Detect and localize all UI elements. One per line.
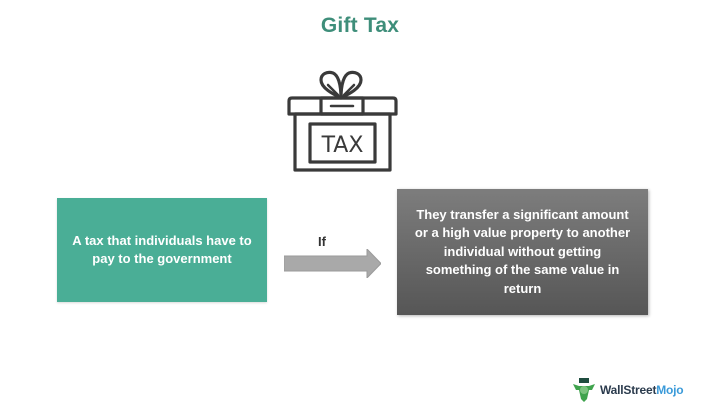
diagram-title: Gift Tax: [320, 14, 400, 37]
gift-tax-box-icon: TAX: [287, 70, 398, 172]
condition-label: If: [318, 234, 326, 249]
wallstreetmojo-logo: WallStreetMojo: [572, 377, 684, 403]
right-arrow-icon: [284, 249, 381, 278]
condition-box: They transfer a significant amount or a …: [397, 189, 648, 315]
svg-text:TAX: TAX: [321, 133, 364, 158]
definition-box: A tax that individuals have to pay to th…: [57, 198, 267, 302]
bull-logo-icon: [573, 378, 595, 402]
logo-text: WallStreetMojo: [600, 383, 684, 397]
